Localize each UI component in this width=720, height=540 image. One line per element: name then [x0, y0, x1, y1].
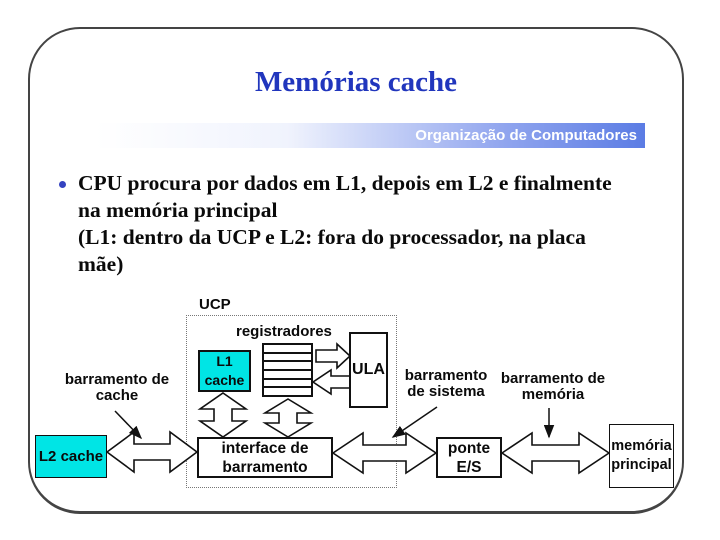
memory-bus-label-line-1: barramento de — [500, 370, 606, 387]
system-bus-pointer-arrow — [391, 406, 438, 438]
slide-border — [28, 27, 684, 514]
system-bus-arrow — [331, 431, 438, 475]
cache-bus-arrow — [105, 430, 199, 474]
l1-cache-line-1: L1 — [216, 353, 233, 369]
main-memory-line-1: memória — [611, 438, 672, 454]
register-cell — [264, 362, 311, 372]
cache-bus-pointer-arrow — [114, 410, 143, 440]
l1-interface-arrow — [197, 392, 249, 438]
ula-label: ULA — [352, 361, 385, 378]
l1-cache-line-2: cache — [204, 372, 245, 388]
ucp-dashed-box — [186, 315, 397, 488]
io-bridge-line-2: E/S — [456, 458, 482, 476]
cache-bus-label-line-1: barramento de — [64, 371, 170, 388]
memory-bus-label-line-2: memória — [521, 386, 585, 403]
bullet-line-4: mãe) — [78, 252, 124, 276]
bullet-line-1: CPU procura por dados em L1, depois em L… — [78, 171, 612, 195]
bullet-icon — [59, 181, 66, 188]
course-banner: Organização de Computadores — [95, 123, 645, 148]
bus-interface-line-1: interface de — [221, 439, 309, 457]
register-cell — [264, 371, 311, 380]
system-bus-label-line-1: barramento — [404, 367, 488, 384]
main-memory-line-2: principal — [611, 457, 672, 473]
registers-to-ula-arrow — [315, 342, 352, 370]
course-banner-label: Organização de Computadores — [415, 127, 637, 144]
register-cell — [264, 345, 311, 354]
bus-interface-box: interface de barramento — [197, 437, 333, 478]
main-memory-box: memória principal — [609, 424, 674, 488]
io-bridge-box: ponte E/S — [436, 437, 502, 478]
register-cell — [264, 388, 311, 395]
system-bus-label-line-2: de sistema — [407, 383, 485, 400]
registers-interface-arrow — [262, 398, 314, 438]
register-cell — [264, 354, 311, 363]
l2-cache-box: L2 cache — [35, 435, 107, 478]
ucp-label: UCP — [199, 296, 231, 313]
ula-to-registers-arrow — [311, 368, 351, 396]
memory-bus-label: barramento de memória — [496, 371, 610, 403]
io-bridge-line-1: ponte — [447, 439, 491, 457]
cache-bus-label: barramento de cache — [52, 372, 182, 404]
bullet-paragraph: CPU procura por dados em L1, depois em L… — [78, 170, 678, 278]
l1-cache-box: L1 cache — [198, 350, 251, 392]
registers-label: registradores — [236, 323, 332, 340]
memory-bus-arrow — [500, 431, 611, 475]
cache-bus-label-line-2: cache — [95, 387, 139, 404]
l2-cache-label: L2 cache — [38, 448, 104, 465]
bullet-line-3: (L1: dentro da UCP e L2: fora do process… — [78, 225, 586, 249]
system-bus-label: barramento de sistema — [398, 368, 494, 400]
bus-interface-line-2: barramento — [222, 458, 308, 476]
register-stack — [262, 343, 313, 397]
ula-box: ULA — [349, 332, 388, 408]
bullet-line-2: na memória principal — [78, 198, 278, 222]
register-cell — [264, 380, 311, 389]
page-title: Memórias cache — [254, 66, 458, 98]
